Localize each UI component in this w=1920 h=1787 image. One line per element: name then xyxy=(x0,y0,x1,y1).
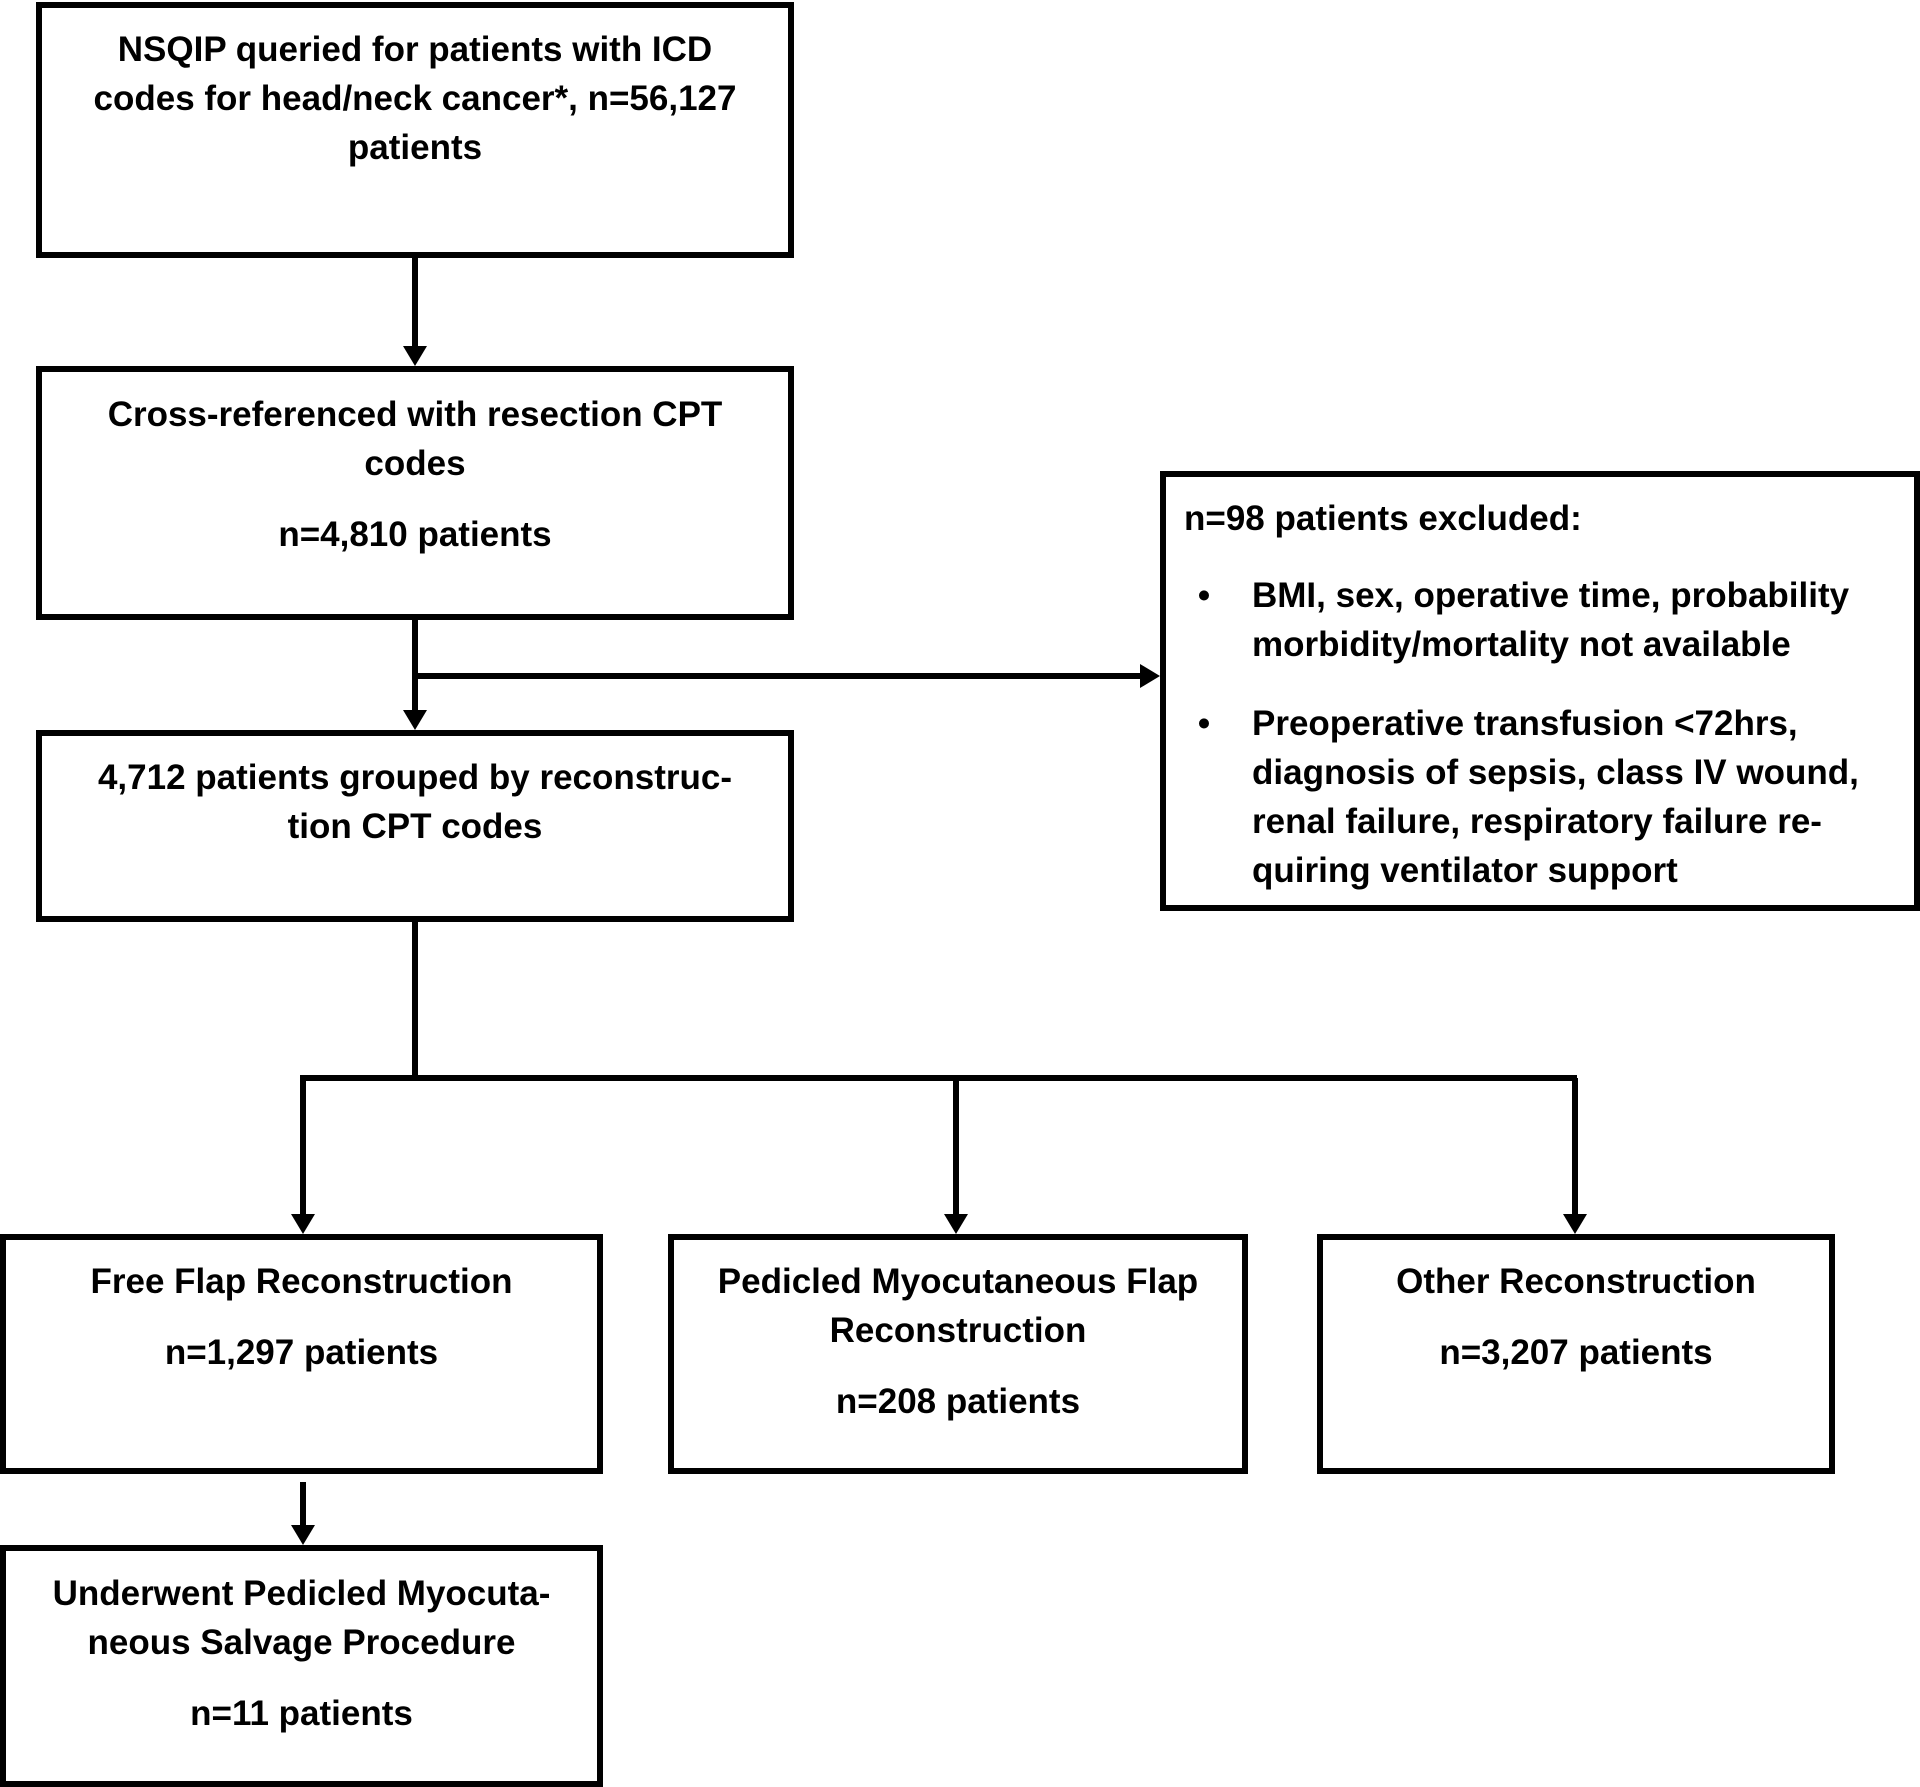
crossref-box: Cross-referenced with resection CPT code… xyxy=(36,366,794,620)
query-line-2: codes for head/neck cancer*, n=56,127 xyxy=(93,79,737,118)
crossref-count: n=4,810 patients xyxy=(278,515,552,554)
excluded-box: n=98 patients excluded: • BMI, sex, oper… xyxy=(1160,471,1920,911)
arrowhead-to-free-flap xyxy=(291,1214,315,1234)
arrowhead-to-excluded xyxy=(1140,664,1160,688)
exclusion-item-1-line-1: BMI, sex, operative time, probability xyxy=(1252,576,1850,615)
salvage-title-line-2: neous Salvage Procedure xyxy=(87,1623,516,1662)
salvage-title-line-1: Underwent Pedicled Myocuta- xyxy=(52,1574,551,1613)
salvage-box: Underwent Pedicled Myocuta- neous Salvag… xyxy=(0,1545,603,1787)
excluded-heading: n=98 patients excluded: xyxy=(1184,499,1582,538)
exclusion-list: • BMI, sex, operative time, probability … xyxy=(1184,571,1904,895)
exclusion-item-2-line-4: quiring ventilator support xyxy=(1252,851,1678,890)
arrowhead-free-to-salvage xyxy=(291,1525,315,1545)
exclusion-item: • BMI, sex, operative time, probability … xyxy=(1184,571,1904,669)
grouped-line-1: 4,712 patients grouped by reconstruc- xyxy=(97,758,733,797)
pedicled-title-line-2: Reconstruction xyxy=(829,1311,1087,1350)
other-title: Other Reconstruction xyxy=(1396,1262,1756,1301)
free-flap-title: Free Flap Reconstruction xyxy=(90,1262,513,1301)
bullet-icon: • xyxy=(1197,576,1211,615)
exclusion-item-2-line-1: Preoperative transfusion <72hrs, xyxy=(1252,704,1798,743)
bullet-icon: • xyxy=(1197,704,1211,743)
exclusion-item: • Preoperative transfusion <72hrs, diagn… xyxy=(1184,699,1904,895)
pedicled-count: n=208 patients xyxy=(835,1382,1081,1421)
arrowhead-to-pedicled xyxy=(944,1214,968,1234)
other-count: n=3,207 patients xyxy=(1439,1333,1713,1372)
free-flap-box: Free Flap Reconstruction n=1,297 patient… xyxy=(0,1234,603,1474)
free-flap-count: n=1,297 patients xyxy=(164,1333,439,1372)
exclusion-item-2-line-2: diagnosis of sepsis, class IV wound, xyxy=(1252,753,1859,792)
query-line-3: patients xyxy=(347,128,483,167)
arrowhead-crossref-to-grouped xyxy=(403,710,427,730)
arrowhead-query-to-crossref xyxy=(403,346,427,366)
exclusion-item-2-line-3: renal failure, respiratory failure re- xyxy=(1252,802,1822,841)
query-line-1: NSQIP queried for patients with ICD xyxy=(117,30,713,69)
crossref-line-1: Cross-referenced with resection CPT xyxy=(107,395,723,434)
pedicled-flap-box: Pedicled Myocutaneous Flap Reconstructio… xyxy=(668,1234,1248,1474)
salvage-count: n=11 patients xyxy=(190,1694,413,1733)
pedicled-title-line-1: Pedicled Myocutaneous Flap xyxy=(717,1262,1199,1301)
grouped-line-2: tion CPT codes xyxy=(287,807,543,846)
grouped-box: 4,712 patients grouped by reconstruc- ti… xyxy=(36,730,794,922)
arrowhead-to-other xyxy=(1563,1214,1587,1234)
exclusion-item-1-line-2: morbidity/mortality not available xyxy=(1252,625,1791,664)
query-box: NSQIP queried for patients with ICD code… xyxy=(36,2,794,258)
crossref-line-2: codes xyxy=(364,444,466,483)
other-reconstruction-box: Other Reconstruction n=3,207 patients xyxy=(1317,1234,1835,1474)
